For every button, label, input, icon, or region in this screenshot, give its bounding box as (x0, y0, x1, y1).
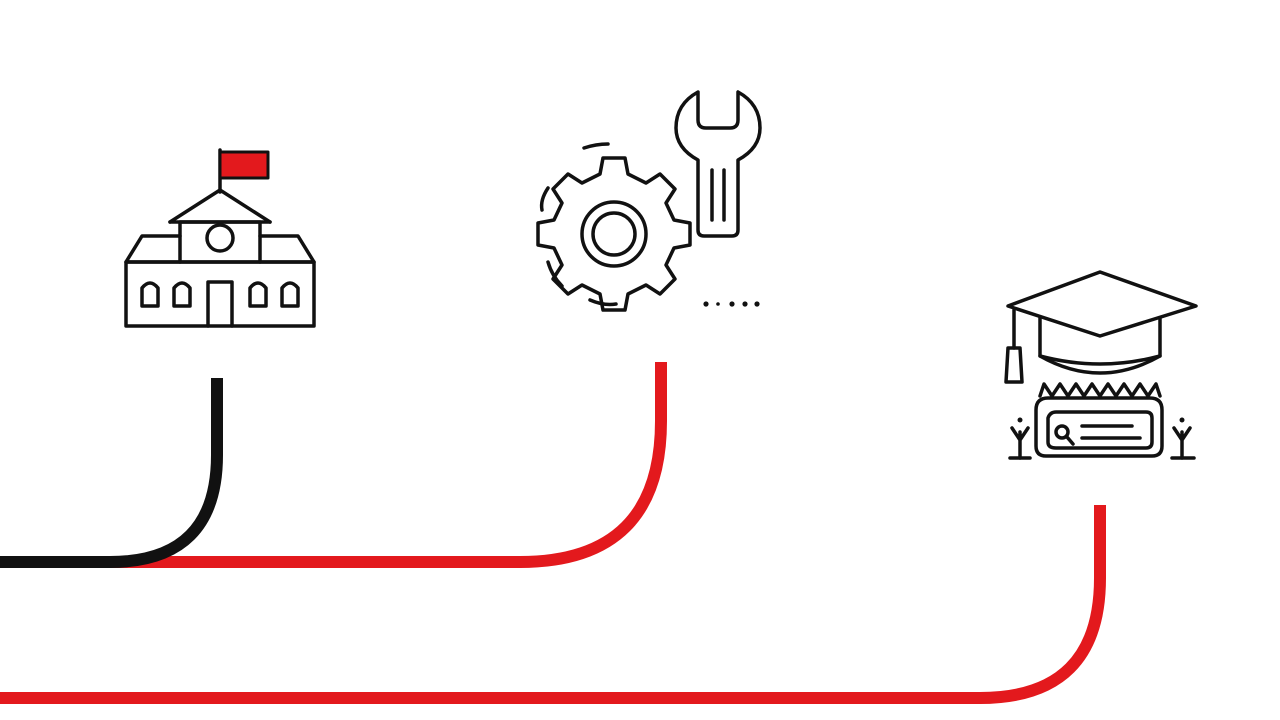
wrench-icon (674, 90, 762, 238)
school-connector-line (0, 378, 223, 568)
diploma-icon (1034, 382, 1164, 458)
gear-wrench-icon (536, 90, 762, 312)
settings-connector-line (110, 362, 667, 568)
school-building-icon (124, 148, 316, 328)
graduation-cap-diploma-icon (1004, 270, 1198, 460)
gear-icon (536, 142, 692, 312)
plant-icon (1008, 417, 1196, 460)
graduation-cap-icon (1004, 270, 1198, 384)
graduation-connector-line (0, 505, 1106, 704)
dotted-trail (703, 301, 760, 307)
flag-icon (218, 150, 270, 180)
